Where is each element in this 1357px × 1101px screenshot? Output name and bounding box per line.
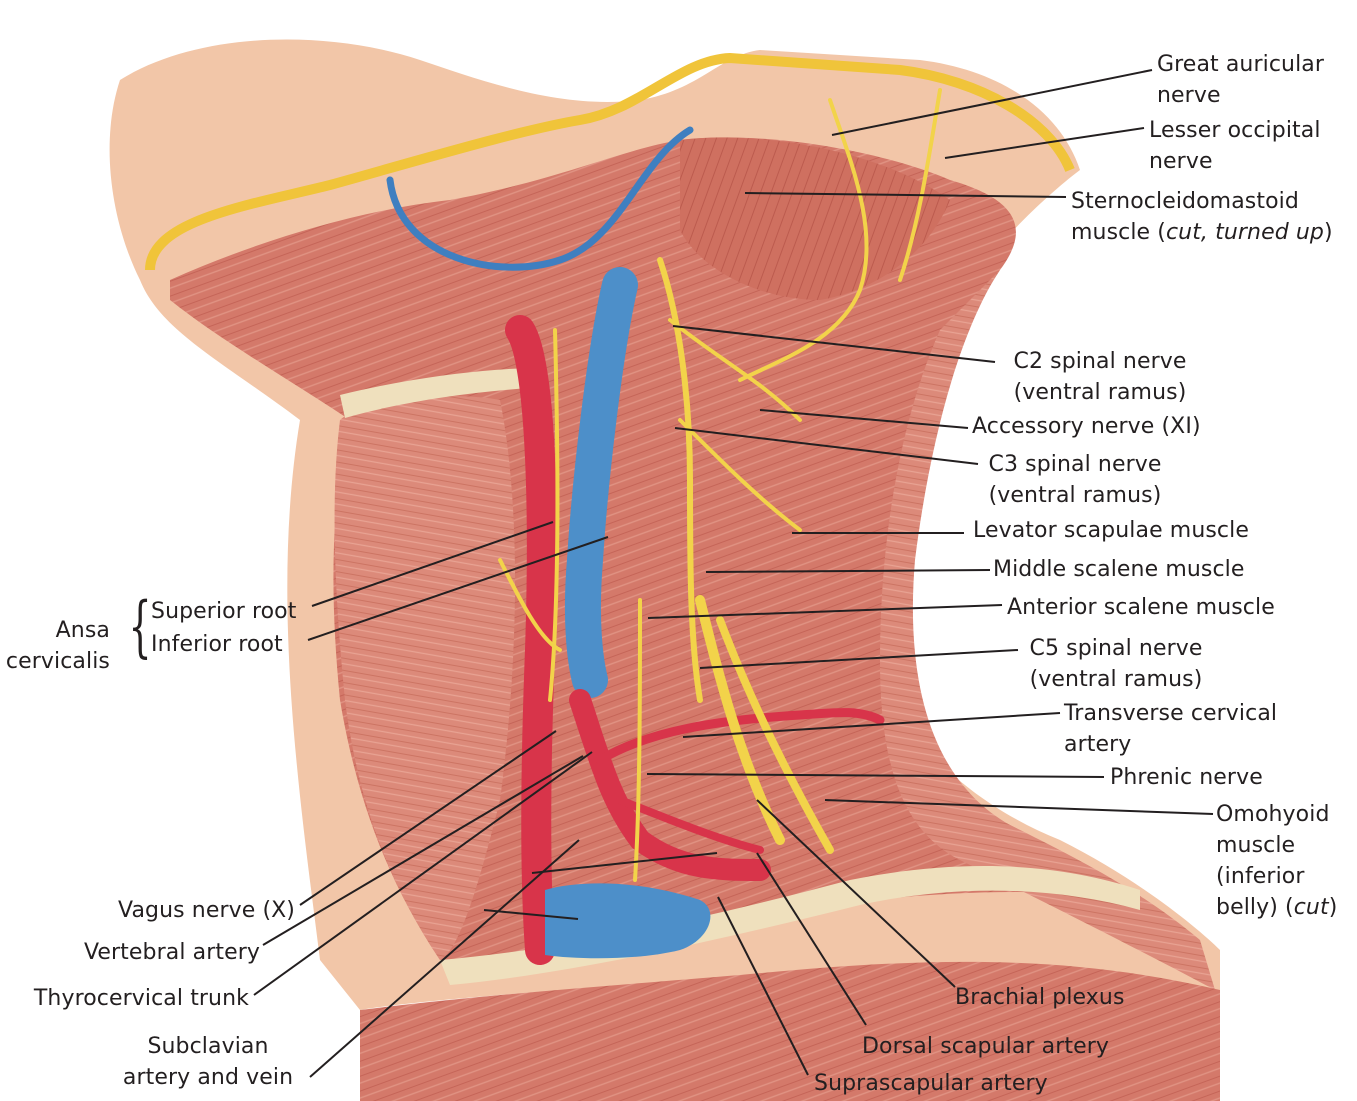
label-suprascapular-artery: Suprascapular artery xyxy=(814,1071,1048,1096)
label-vagus-nerve: Vagus nerve (X) xyxy=(118,898,295,923)
label-line: C2 spinal nerve xyxy=(1013,349,1187,374)
label-brachial-plexus: Brachial plexus xyxy=(955,985,1125,1010)
label-sternocleidomastoid-muscle: Sternocleidomastoid muscle (cut, turned … xyxy=(1071,186,1333,248)
transverse-cervical-branch xyxy=(595,708,885,765)
trapezius-edge xyxy=(880,270,1215,990)
label-phrenic-nerve: Phrenic nerve xyxy=(1110,765,1263,790)
label-line: Omohyoid xyxy=(1216,802,1330,827)
label-line: C5 spinal nerve xyxy=(1029,636,1203,661)
label-subclavian-artery-and-vein: Subclavian artery and vein xyxy=(112,1031,304,1093)
label-part: ) xyxy=(1323,220,1333,245)
label-line: nerve xyxy=(1157,83,1221,108)
scm-cut xyxy=(680,137,950,300)
label-line: (ventral ramus) xyxy=(988,483,1162,508)
label-great-auricular-nerve: Great auricular nerve xyxy=(1157,49,1324,111)
label-line: Transverse cervical xyxy=(1064,701,1278,726)
label-line: artery and vein xyxy=(122,1065,294,1090)
label-line: Subclavian xyxy=(147,1034,269,1059)
label-middle-scalene-muscle: Middle scalene muscle xyxy=(993,557,1245,582)
label-line: (ventral ramus) xyxy=(1013,380,1187,405)
label-dorsal-scapular-artery: Dorsal scapular artery xyxy=(862,1034,1110,1059)
label-line: belly) (cut) xyxy=(1216,892,1337,923)
label-italic: cut xyxy=(1293,895,1329,920)
label-line: Lesser occipital xyxy=(1149,118,1321,143)
label-line: Great auricular xyxy=(1157,52,1325,77)
label-line: muscle xyxy=(1216,833,1296,858)
nerves xyxy=(498,88,942,882)
label-line: Sternocleidomastoid xyxy=(1071,189,1299,214)
label-thyrocervical-trunk: Thyrocervical trunk xyxy=(33,986,249,1011)
label-c3-spinal-nerve: C3 spinal nerve (ventral ramus) xyxy=(975,449,1175,511)
label-ansa-cervicalis: Ansa cervicalis xyxy=(0,615,110,677)
lower-muscle xyxy=(360,961,1220,1101)
label-line: (inferior xyxy=(1216,864,1305,889)
hyoid-band xyxy=(340,368,530,418)
label-c2-spinal-nerve: C2 spinal nerve (ventral ramus) xyxy=(1000,346,1200,408)
jaw-fat-border xyxy=(145,52,1075,271)
label-vertebral-artery: Vertebral artery xyxy=(83,940,260,965)
label-line: Ansa xyxy=(55,618,110,643)
label-anterior-scalene-muscle: Anterior scalene muscle xyxy=(1007,595,1275,620)
left-strap-muscles xyxy=(334,396,515,960)
label-accessory-nerve: Accessory nerve (XI) xyxy=(972,414,1201,439)
label-inferior-root: Inferior root xyxy=(151,632,283,657)
label-line: cervicalis xyxy=(5,649,110,674)
subclavian-artery xyxy=(569,689,771,881)
ansa-brace: { xyxy=(128,588,152,665)
leader-lines xyxy=(253,69,1214,1078)
external-jugular-vein xyxy=(386,126,694,271)
label-line: artery xyxy=(1064,732,1132,757)
label-part: ) xyxy=(1328,895,1338,920)
label-line: nerve xyxy=(1149,149,1213,174)
label-line: muscle (cut, turned up) xyxy=(1071,217,1333,248)
label-italic: cut, turned up xyxy=(1165,220,1324,245)
label-line: (ventral ramus) xyxy=(1029,667,1203,692)
label-levator-scapulae-muscle: Levator scapulae muscle xyxy=(973,518,1249,543)
label-omohyoid-muscle: Omohyoid muscle (inferior belly) (cut) xyxy=(1216,799,1337,923)
label-line: C3 spinal nerve xyxy=(988,452,1162,477)
label-superior-root: Superior root xyxy=(151,599,297,624)
label-c5-spinal-nerve: C5 spinal nerve (ventral ramus) xyxy=(1017,633,1215,695)
subclavian-vein xyxy=(545,883,711,959)
label-transverse-cervical-artery: Transverse cervical artery xyxy=(1064,698,1277,760)
label-part: muscle ( xyxy=(1071,220,1166,245)
label-lesser-occipital-nerve: Lesser occipital nerve xyxy=(1149,115,1321,177)
internal-jugular-vein xyxy=(564,267,638,698)
label-part: belly) ( xyxy=(1216,895,1294,920)
